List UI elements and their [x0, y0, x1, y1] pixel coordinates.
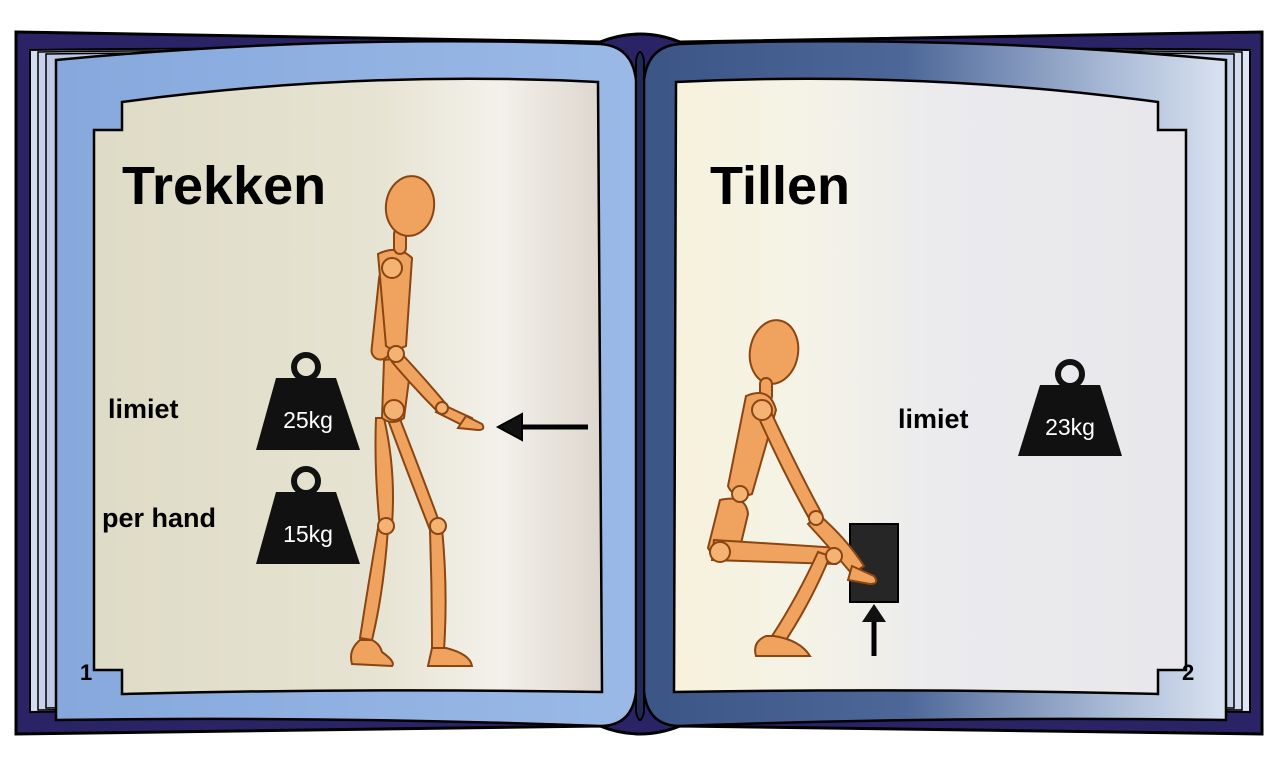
pulling-figure: [350, 175, 485, 668]
right-page-paper: [672, 77, 1188, 696]
weight-icon: [256, 466, 360, 564]
weight-icon: [1018, 359, 1122, 456]
pull-direction-arrow-icon: [495, 412, 588, 442]
page-number-right: 2: [1182, 660, 1194, 685]
per-hand-label: per hand: [102, 503, 216, 533]
limit-label: limiet: [898, 404, 969, 434]
limit-label: limiet: [108, 394, 179, 424]
left-page-title: Trekken: [122, 156, 326, 216]
book-spine: [635, 51, 645, 721]
lift-direction-arrow-icon: [862, 604, 886, 656]
lifting-figure: [706, 319, 878, 657]
weight-limit-value: 25kg: [283, 407, 333, 433]
page-number-left: 1: [80, 660, 92, 685]
weight-icon: [256, 352, 360, 450]
weight-limit-value: 23kg: [1045, 414, 1095, 440]
right-page-title: Tillen: [710, 156, 850, 216]
weight-per-hand-value: 15kg: [283, 521, 333, 547]
left-page-paper: [92, 77, 604, 696]
